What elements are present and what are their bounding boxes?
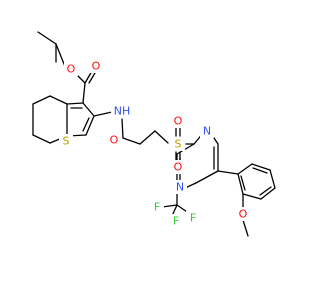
fluorine-right-label: F [190, 212, 196, 225]
sulfonyl-oxygen-top-label: O [174, 115, 183, 128]
thiophene-sulfur-label: S [63, 135, 70, 148]
structure-canvas: O O S NH O S O O N N F F F O [32, 31, 276, 237]
carbonyl-oxygen-label: O [92, 60, 101, 73]
ester-oxygen-label: O [67, 63, 76, 76]
methoxy-oxygen-label: O [239, 208, 248, 221]
pyrimidine-nitrogen-top-label: N [203, 125, 211, 138]
sulfonyl-oxygen-bottom-label: O [174, 161, 183, 174]
amide-nh-label: NH [114, 105, 131, 118]
pyrimidine-nitrogen-bottom-label: N [176, 181, 184, 194]
fluorine-bottom-label: F [173, 215, 179, 228]
sulfonyl-sulfur-label: S [175, 138, 182, 151]
molecule-diagram: O O S NH O S O O N N F F F O [32, 31, 276, 237]
amide-oxygen-label: O [110, 134, 119, 147]
fluorine-left-label: F [154, 201, 160, 214]
atom-labels: O O S NH O S O O N N F F F O [59, 59, 250, 228]
